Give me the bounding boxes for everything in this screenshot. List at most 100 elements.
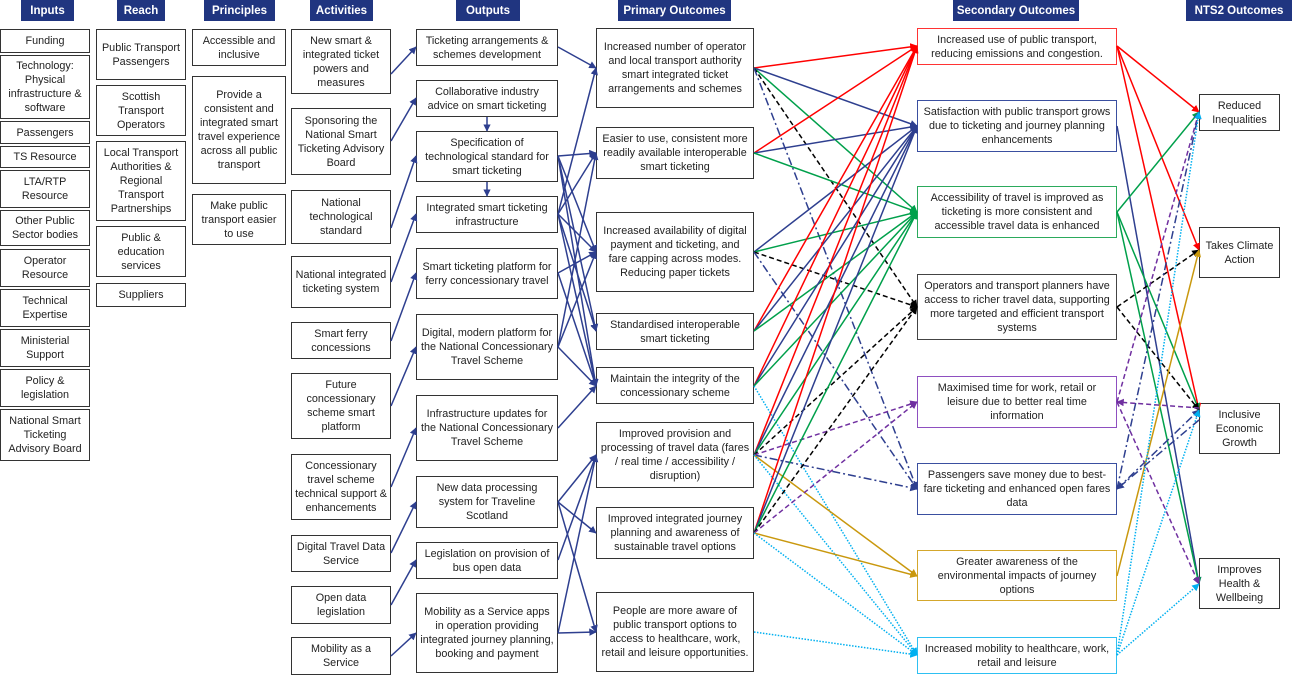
secondary-nts2-arrow xyxy=(1116,45,1202,411)
output-box: Specification of technological standard … xyxy=(416,131,558,182)
activity-box: Future concessionary scheme smart platfo… xyxy=(291,373,391,439)
secondary-nts2-arrow xyxy=(1116,111,1200,213)
input-box: TS Resource xyxy=(0,146,90,168)
activity-box: Open data legislation xyxy=(291,586,391,624)
output-primary-arrow xyxy=(557,149,597,158)
output-primary-arrow xyxy=(557,501,598,633)
activity-output-arrow xyxy=(390,155,418,229)
primary-secondary-arrow xyxy=(753,631,918,658)
primary-outcome-box: Improved integrated journey planning and… xyxy=(596,507,754,559)
primary-secondary-arrow xyxy=(753,67,918,308)
header-primary-outcomes: Primary Outcomes xyxy=(618,0,731,21)
activity-output-arrow xyxy=(390,46,417,75)
output-primary-arrow xyxy=(557,385,597,429)
activity-box: Concessionary travel scheme technical su… xyxy=(291,454,391,520)
secondary-nts2-arrow xyxy=(1116,249,1200,308)
output-primary-arrow xyxy=(557,272,598,387)
output-primary-arrow xyxy=(557,628,597,636)
output-primary-arrow xyxy=(557,155,598,253)
activity-output-arrow xyxy=(390,632,417,657)
nts2-outcome-box: Takes Climate Action xyxy=(1199,227,1280,278)
activity-box: Sponsoring the National Smart Ticketing … xyxy=(291,108,391,175)
activity-output-arrow xyxy=(390,559,417,606)
primary-secondary-arrow xyxy=(753,209,918,253)
activity-output-arrow xyxy=(390,97,417,142)
header-reach: Reach xyxy=(117,0,165,21)
primary-secondary-arrow xyxy=(753,43,918,69)
output-primary-arrow xyxy=(557,67,598,215)
secondary-outcome-box: Passengers save money due to best-fare t… xyxy=(917,463,1117,515)
secondary-nts2-arrow xyxy=(1116,45,1200,251)
secondary-nts2-arrow xyxy=(1116,306,1200,411)
secondary-nts2-arrow xyxy=(1116,249,1201,577)
input-box: Passengers xyxy=(0,121,90,144)
nts2-secondary-arrow xyxy=(1116,398,1200,409)
principle-box: Accessible and inclusive xyxy=(192,29,286,66)
primary-secondary-arrow xyxy=(753,454,918,656)
activity-box: National integrated ticketing system xyxy=(291,256,391,308)
primary-secondary-arrow xyxy=(753,45,918,456)
secondary-nts2-arrow xyxy=(1116,409,1200,490)
input-box: Ministerial Support xyxy=(0,329,90,367)
primary-secondary-arrow xyxy=(753,125,918,332)
output-box: Ticketing arrangements & schemes develop… xyxy=(416,29,558,66)
primary-secondary-arrow xyxy=(753,211,918,456)
secondary-nts2-arrow xyxy=(1116,409,1201,656)
activity-output-arrow xyxy=(390,427,417,488)
activity-output-arrow xyxy=(390,272,418,342)
primary-secondary-arrow xyxy=(753,45,918,332)
header-nts2-outcomes: NTS2 Outcomes xyxy=(1186,0,1292,21)
secondary-nts2-arrow xyxy=(1116,125,1202,585)
secondary-nts2-arrow xyxy=(1116,401,1200,585)
primary-secondary-arrow xyxy=(753,211,918,534)
input-box: Funding xyxy=(0,29,90,53)
primary-outcome-box: Maintain the integrity of the concession… xyxy=(596,367,754,404)
output-primary-arrow xyxy=(557,155,599,332)
primary-secondary-arrow xyxy=(753,306,918,456)
primary-secondary-arrow xyxy=(753,45,918,387)
output-primary-arrow xyxy=(557,213,599,387)
output-primary-arrow xyxy=(557,155,599,387)
activity-output-arrow xyxy=(390,501,417,554)
secondary-nts2-arrow xyxy=(1116,211,1200,411)
secondary-outcome-box: Operators and transport planners have ac… xyxy=(917,274,1117,340)
primary-secondary-arrow xyxy=(753,125,918,387)
output-primary-arrow xyxy=(557,454,599,634)
primary-outcome-box: Improved provision and processing of tra… xyxy=(596,422,754,488)
primary-secondary-arrow xyxy=(753,152,918,214)
output-box: Mobility as a Service apps in operation … xyxy=(416,593,558,673)
secondary-nts2-arrow xyxy=(1116,111,1201,403)
primary-secondary-arrow xyxy=(753,211,918,387)
principle-box: Make public transport easier to use xyxy=(192,194,286,245)
secondary-outcome-box: Satisfaction with public transport grows… xyxy=(917,100,1117,152)
primary-secondary-arrow xyxy=(753,125,918,456)
primary-secondary-arrow xyxy=(753,67,918,213)
primary-secondary-arrow xyxy=(753,251,918,490)
activity-output-arrow xyxy=(390,213,418,283)
primary-secondary-arrow xyxy=(753,45,918,154)
header-inputs: Inputs xyxy=(21,0,74,21)
output-primary-arrow xyxy=(557,501,597,534)
secondary-outcome-box: Accessibility of travel is improved as t… xyxy=(917,186,1117,238)
activity-box: Digital Travel Data Service xyxy=(291,535,391,572)
input-box: Technology: Physical infrastructure & so… xyxy=(0,55,90,119)
input-box: Technical Expertise xyxy=(0,289,90,327)
activity-box: Mobility as a Service xyxy=(291,637,391,675)
primary-secondary-arrow xyxy=(753,401,918,534)
primary-secondary-arrow xyxy=(753,454,918,492)
primary-secondary-arrow xyxy=(753,67,919,490)
output-primary-arrow xyxy=(557,213,598,332)
nts2-secondary-arrow xyxy=(1116,419,1200,490)
primary-secondary-arrow xyxy=(753,532,918,578)
header-principles: Principles xyxy=(204,0,275,21)
header-secondary-outcomes: Secondary Outcomes xyxy=(953,0,1079,21)
output-box: Digital, modern platform for the Nationa… xyxy=(416,314,558,380)
output-primary-arrow xyxy=(557,152,597,215)
nts2-outcome-box: Improves Health & Wellbeing xyxy=(1199,558,1280,609)
primary-outcome-box: Easier to use, consistent more readily a… xyxy=(596,127,754,179)
output-box: Integrated smart ticketing infrastructur… xyxy=(416,196,558,233)
input-box: Policy & legislation xyxy=(0,369,90,407)
header-outputs: Outputs xyxy=(456,0,520,21)
activity-box: National technological standard xyxy=(291,190,391,244)
primary-secondary-arrow xyxy=(753,306,918,534)
